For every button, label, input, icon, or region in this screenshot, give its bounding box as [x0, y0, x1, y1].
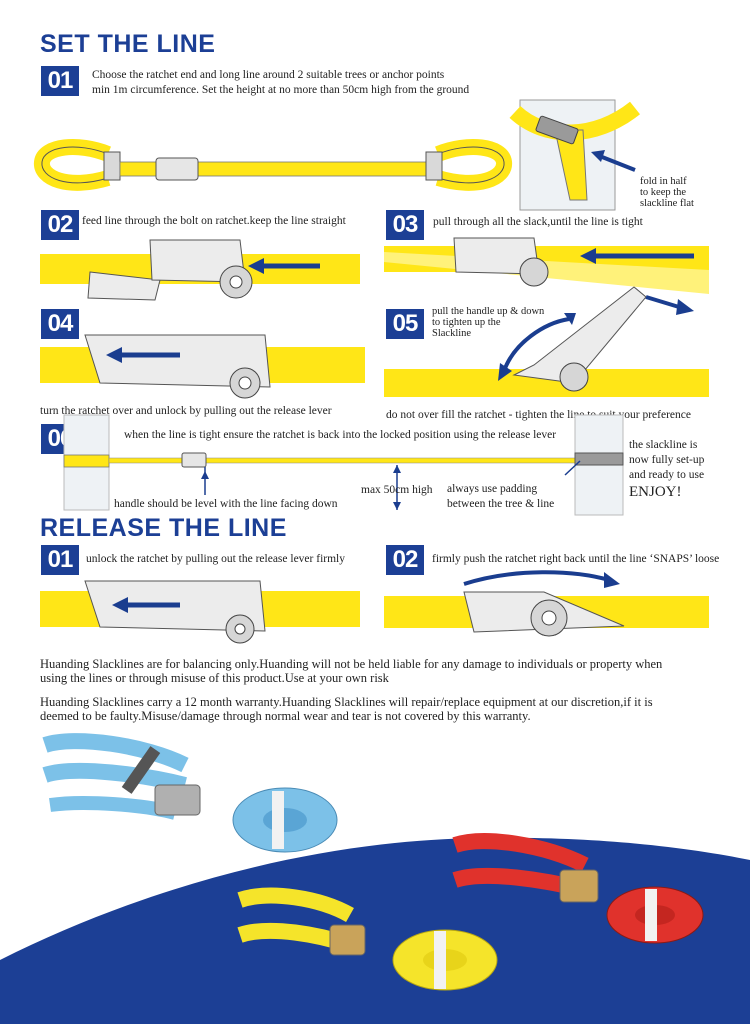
- product-red-slackline: [452, 833, 599, 903]
- ready-line1: the slackline is: [629, 439, 698, 451]
- step-6-padding-line1: always use padding: [447, 483, 538, 495]
- step-number-4: 04: [41, 309, 79, 339]
- step-6-text: when the line is tight ensure the ratche…: [124, 429, 557, 441]
- step-1-text-line2: min 1m circumference. Set the height at …: [92, 84, 470, 96]
- liability-line2: using the lines or through misuse of thi…: [40, 671, 389, 685]
- step-number-2: 02: [41, 210, 79, 240]
- release-step-1-illustration: [40, 580, 360, 644]
- step-4-text: turn the ratchet over and unlock by pull…: [40, 405, 332, 417]
- ready-enjoy: ENJOY!: [629, 484, 682, 500]
- ready-line2: now fully set-up: [629, 454, 705, 466]
- product-yellow-slackline: [237, 887, 366, 956]
- release-step-number-1: 01: [41, 545, 79, 575]
- step-6-padding-line2: between the tree & line: [447, 498, 555, 510]
- product-yellow-roll: [392, 929, 498, 991]
- heading-release-the-line: RELEASE THE LINE: [40, 514, 287, 542]
- liability-line1: Huanding Slacklines are for balancing on…: [40, 657, 663, 671]
- step-5-text-line3: Slackline: [432, 328, 472, 339]
- step-6-handle-note: handle should be level with the line fac…: [114, 498, 338, 510]
- release-step-2-illustration: [384, 570, 709, 637]
- ready-line3: and ready to use: [629, 469, 705, 481]
- fold-note-line3: slackline flat: [640, 198, 694, 209]
- release-step-2-text: firmly push the ratchet right back until…: [432, 553, 720, 565]
- fold-note-line1: fold in half: [640, 176, 687, 187]
- product-red-roll: [606, 886, 704, 944]
- warranty-line1: Huanding Slacklines carry a 12 month war…: [40, 695, 653, 709]
- fold-note-line2: to keep the: [640, 187, 687, 198]
- step-4-illustration: [40, 334, 365, 399]
- step-number-3: 03: [386, 210, 424, 240]
- warranty-line2: deemed to be faulty.Misuse/damage throug…: [40, 709, 531, 723]
- step-number-5: 05: [386, 309, 424, 339]
- step-2-illustration: [40, 239, 360, 301]
- product-blue-roll: [232, 787, 338, 853]
- step-2-text: feed line through the bolt on ratchet.ke…: [82, 215, 346, 227]
- step-5-text-line1: pull the handle up & down: [432, 306, 545, 317]
- release-step-1-text: unlock the ratchet by pulling out the re…: [86, 553, 345, 565]
- release-step-number-2: 02: [386, 545, 424, 575]
- step-1-illustration: [34, 139, 512, 191]
- tree-fold-illustration: [509, 99, 640, 211]
- step-3-illustration: [384, 237, 709, 294]
- step-6-illustration: [63, 414, 624, 516]
- step-6-height-note: max 50cm high: [361, 484, 433, 496]
- step-5-text-line2: to tighten up the: [432, 317, 501, 328]
- step-1-text-line1: Choose the ratchet end and long line aro…: [92, 69, 445, 81]
- step-number-1: 01: [41, 66, 79, 96]
- step-5-illustration: [384, 286, 709, 397]
- step-3-text: pull through all the slack,until the lin…: [433, 216, 643, 228]
- product-blue-slackline: [42, 733, 201, 820]
- heading-set-the-line: SET THE LINE: [40, 30, 216, 58]
